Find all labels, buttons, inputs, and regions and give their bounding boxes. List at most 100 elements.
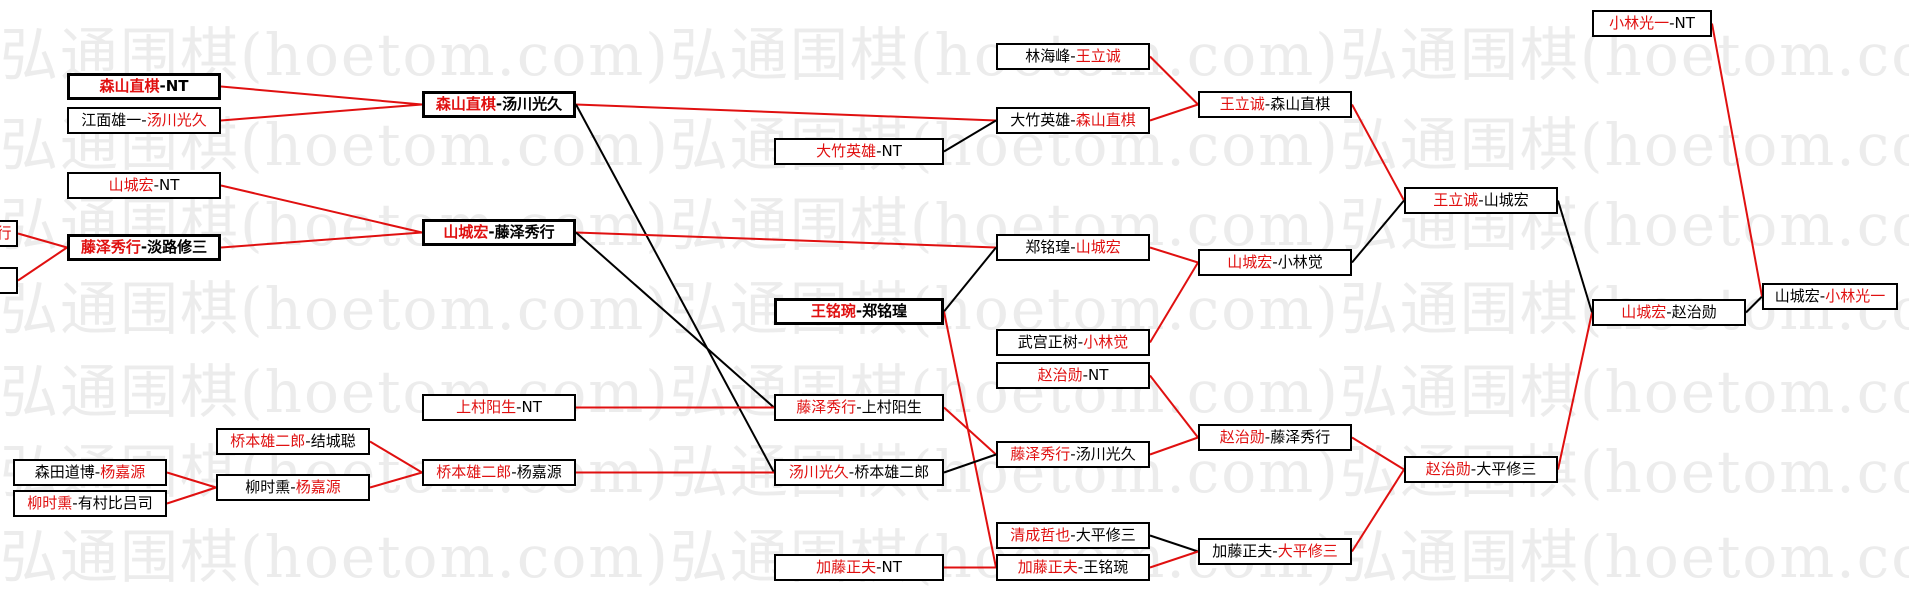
winner-link bbox=[369, 440, 423, 474]
winner-link bbox=[1149, 261, 1199, 344]
winner-name: 清成哲也 bbox=[1010, 526, 1071, 544]
winner-link bbox=[943, 406, 997, 456]
match-box: 汤川光久-桥本雄二郎 bbox=[774, 459, 944, 486]
winner-name: 大竹英雄 bbox=[816, 142, 877, 160]
winner-link bbox=[369, 471, 423, 489]
match-box: 清成哲也-大平修三 bbox=[996, 522, 1150, 549]
winner-name: 王铭琬 bbox=[810, 302, 856, 320]
winner-link bbox=[575, 103, 997, 122]
winner-name: 杨嘉源 bbox=[100, 463, 146, 481]
winner-name: 加藤正夫 bbox=[816, 558, 877, 576]
loser-link bbox=[1745, 295, 1763, 314]
match-box: 林海峰-王立诚 bbox=[996, 43, 1150, 70]
match-box: 行 bbox=[0, 220, 18, 247]
winner-name: 小林觉 bbox=[1083, 333, 1129, 351]
winner-link bbox=[1351, 468, 1405, 553]
match-box: 赵治勋-NT bbox=[996, 362, 1150, 389]
winner-name: 桥本雄二郎 bbox=[436, 463, 512, 481]
winner-name: 小林光一 bbox=[1609, 14, 1670, 32]
winner-link bbox=[1149, 55, 1199, 106]
winner-name: 山城宏 bbox=[1075, 238, 1121, 256]
match-box: 柳时熏-有村比吕司 bbox=[13, 490, 167, 517]
winner-link bbox=[1149, 103, 1199, 122]
match-box: 桥本雄二郎-杨嘉源 bbox=[422, 459, 576, 486]
loser-name: 林海峰- bbox=[1025, 47, 1076, 65]
winner-name: 汤川光久 bbox=[788, 463, 849, 481]
winner-link bbox=[1711, 23, 1763, 297]
loser-link bbox=[1557, 200, 1593, 313]
winner-name: 山城宏 bbox=[1621, 303, 1667, 321]
loser-link bbox=[575, 231, 775, 409]
winner-link bbox=[1149, 374, 1199, 439]
loser-name: -藤泽秀行 bbox=[1264, 428, 1331, 446]
winner-link bbox=[943, 311, 997, 568]
match-box: 森田道博-杨嘉源 bbox=[13, 459, 167, 486]
loser-name: 郑铭瑝- bbox=[1025, 238, 1076, 256]
loser-name: -汤川光久 bbox=[1070, 445, 1136, 463]
winner-link bbox=[1149, 550, 1199, 569]
winner-name: 柳时熏 bbox=[27, 494, 73, 512]
loser-name: -NT bbox=[1669, 14, 1695, 32]
loser-name: -有村比吕司 bbox=[72, 494, 153, 512]
winner-name: 山城宏 bbox=[1227, 253, 1273, 271]
winner-name: 桥本雄二郎 bbox=[230, 432, 306, 450]
match-box: 赵治勋-藤泽秀行 bbox=[1198, 424, 1352, 451]
match-box: 森山直棋-汤川光久 bbox=[422, 91, 576, 118]
loser-link bbox=[1149, 534, 1199, 553]
winner-name: 森山直棋 bbox=[99, 77, 160, 95]
loser-name: -杨嘉源 bbox=[511, 463, 562, 481]
match-box: 藤泽秀行-上村阳生 bbox=[774, 394, 944, 421]
match-box: 加藤正夫-NT bbox=[774, 554, 944, 581]
winner-name: 赵治勋 bbox=[1037, 366, 1083, 384]
winner-link bbox=[166, 486, 217, 505]
loser-name: -大平修三 bbox=[1070, 526, 1136, 544]
winner-link bbox=[220, 231, 423, 249]
loser-name: 森田道博- bbox=[34, 463, 101, 481]
loser-link bbox=[1351, 199, 1405, 264]
loser-name: -结城聪 bbox=[305, 432, 356, 450]
loser-name: -藤泽秀行 bbox=[488, 223, 555, 241]
loser-name: -郑铭瑝 bbox=[855, 302, 908, 320]
match-box: 大竹英雄-NT bbox=[774, 138, 944, 165]
match-box bbox=[0, 267, 18, 294]
winner-link bbox=[575, 231, 997, 249]
match-box: 赵治勋-大平修三 bbox=[1404, 456, 1558, 483]
loser-name: -汤川光久 bbox=[495, 95, 563, 113]
winner-link bbox=[17, 246, 68, 282]
match-box: 上村阳生-NT bbox=[422, 394, 576, 421]
loser-link bbox=[943, 453, 997, 474]
match-box: 柳时熏-杨嘉源 bbox=[216, 474, 370, 501]
winner-name: 森山直棋 bbox=[1075, 111, 1136, 129]
winner-name: 山城宏 bbox=[443, 223, 489, 241]
loser-name: 武宫正树- bbox=[1017, 333, 1084, 351]
match-box: 桥本雄二郎-结城聪 bbox=[216, 428, 370, 455]
match-box: 藤泽秀行-淡路修三 bbox=[67, 234, 221, 261]
loser-link bbox=[943, 246, 997, 313]
loser-name: -上村阳生 bbox=[856, 398, 922, 416]
winner-link bbox=[17, 232, 68, 249]
match-box: 郑铭瑝-山城宏 bbox=[996, 234, 1150, 261]
winner-name: 赵治勋 bbox=[1425, 460, 1471, 478]
winner-name: 杨嘉源 bbox=[295, 478, 341, 496]
loser-name: -NT bbox=[876, 142, 902, 160]
winner-name: 山城宏 bbox=[108, 176, 154, 194]
match-box: 山城宏-NT bbox=[67, 172, 221, 199]
loser-name: -小林觉 bbox=[1272, 253, 1323, 271]
winner-name: 赵治勋 bbox=[1219, 428, 1265, 446]
winner-name: 王立诚 bbox=[1433, 191, 1479, 209]
loser-name: 山城宏- bbox=[1774, 287, 1826, 305]
winner-name: 上村阳生 bbox=[456, 398, 517, 416]
loser-name: -桥本雄二郎 bbox=[848, 463, 930, 481]
winner-name: 汤川光久 bbox=[146, 111, 207, 129]
winner-name: 加藤正夫 bbox=[1017, 558, 1078, 576]
loser-name: 江面雄一- bbox=[81, 111, 147, 129]
loser-name: -王铭琬 bbox=[1077, 558, 1129, 576]
winner-link bbox=[1351, 104, 1405, 201]
match-box: 山城宏-小林光一 bbox=[1762, 283, 1898, 310]
match-box: 王立诚-森山直棋 bbox=[1198, 91, 1352, 118]
match-box: 江面雄一-汤川光久 bbox=[67, 107, 221, 134]
loser-name: 加藤正夫- bbox=[1212, 542, 1278, 560]
match-box: 王铭琬-郑铭瑝 bbox=[774, 298, 944, 325]
winner-link bbox=[166, 471, 217, 489]
